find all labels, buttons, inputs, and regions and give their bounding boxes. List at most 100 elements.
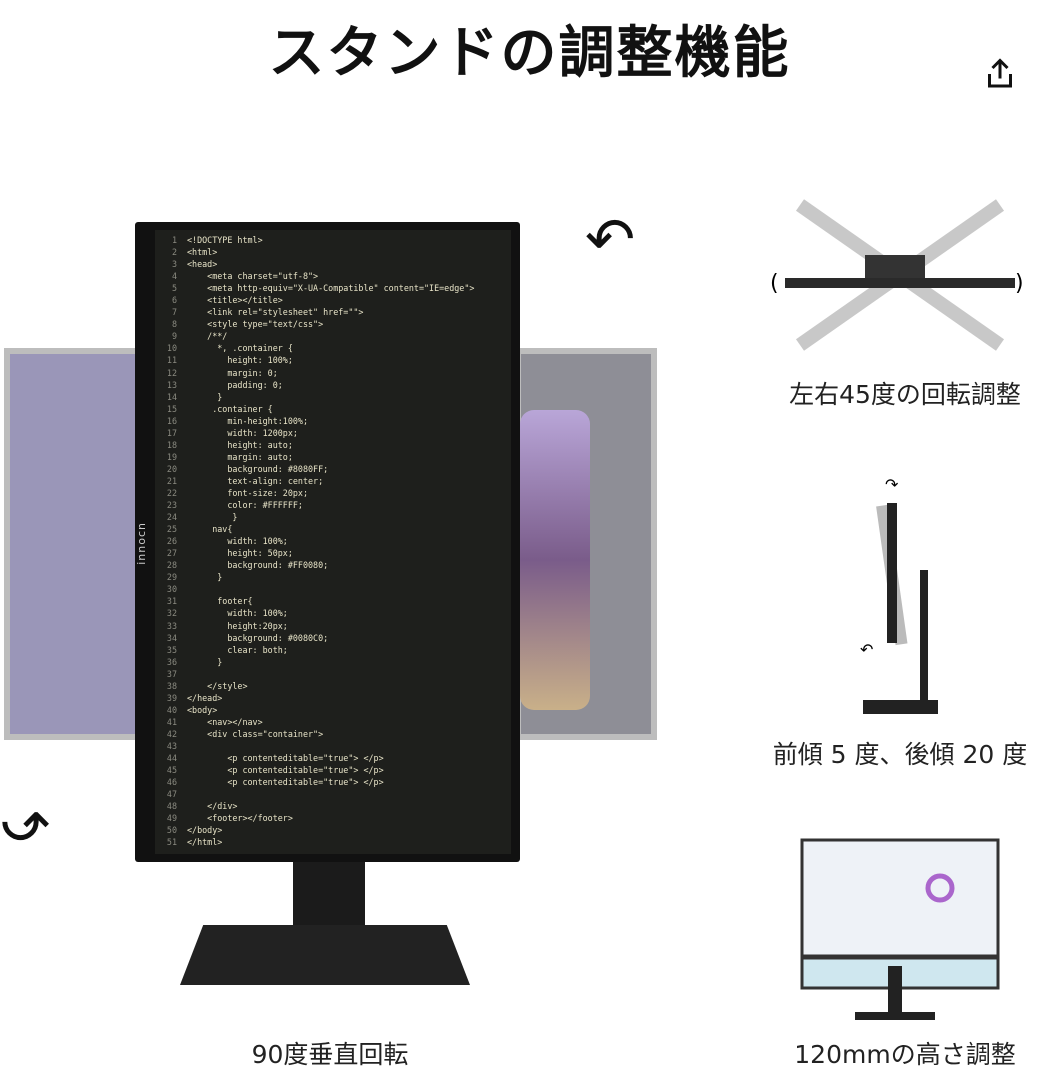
line-number: 49 bbox=[166, 813, 177, 824]
code-text: height: 100%; bbox=[187, 355, 293, 366]
code-line: 8 <style type="text/css"> bbox=[155, 318, 511, 330]
share-icon[interactable] bbox=[982, 56, 1018, 92]
code-line: 12 margin: 0; bbox=[155, 367, 511, 379]
code-line: 4 <meta charset="utf-8"> bbox=[155, 270, 511, 282]
feature-caption: 左右45度の回転調整 bbox=[789, 380, 1021, 409]
code-line: 40 <body> bbox=[155, 704, 511, 716]
code-line: 14 } bbox=[155, 391, 511, 403]
line-number: 27 bbox=[166, 548, 177, 559]
line-number: 26 bbox=[166, 536, 177, 547]
height-adjust-illustration bbox=[800, 838, 1000, 1020]
line-number: 3 bbox=[171, 259, 177, 270]
code-line: 18 height: auto; bbox=[155, 439, 511, 451]
feature-caption: 90度垂直回転 bbox=[251, 1040, 409, 1069]
line-number: 47 bbox=[166, 789, 177, 800]
code-line: 2<html> bbox=[155, 246, 511, 258]
code-text: <div class="container"> bbox=[187, 728, 324, 739]
code-text: <html> bbox=[187, 247, 218, 258]
code-text: height: 50px; bbox=[187, 548, 293, 559]
code-line: 16 min-height:100%; bbox=[155, 415, 511, 427]
code-text: font-size: 20px; bbox=[187, 487, 309, 498]
line-number: 7 bbox=[171, 307, 177, 318]
code-text: <style type="text/css"> bbox=[187, 319, 324, 330]
code-text: background: #8080FF; bbox=[187, 463, 329, 474]
code-text: <link rel="stylesheet" href=""> bbox=[187, 307, 364, 318]
line-number: 20 bbox=[166, 463, 177, 474]
code-text: </style> bbox=[187, 680, 248, 691]
rotate-arrow-icon: ↶ bbox=[0, 785, 51, 855]
line-number: 36 bbox=[166, 656, 177, 667]
code-text: nav{ bbox=[187, 524, 233, 535]
code-text: <p contenteditable="true"> </p> bbox=[187, 753, 384, 764]
code-line: 17 width: 1200px; bbox=[155, 427, 511, 439]
line-number: 25 bbox=[166, 524, 177, 535]
code-text: } bbox=[187, 512, 238, 523]
line-number: 10 bbox=[166, 343, 177, 354]
portrait-monitor: innocn 1<!DOCTYPE html>2<html>3<head>4 <… bbox=[135, 222, 520, 862]
line-number: 4 bbox=[171, 271, 177, 282]
line-number: 40 bbox=[166, 704, 177, 715]
code-line: 49 <footer></footer> bbox=[155, 812, 511, 824]
code-text: <body> bbox=[187, 704, 218, 715]
code-line: 36 } bbox=[155, 656, 511, 668]
line-number: 24 bbox=[166, 512, 177, 523]
feature-caption: 120mmの高さ調整 bbox=[794, 1040, 1016, 1069]
code-line: 37 bbox=[155, 668, 511, 680]
code-text: background: #0080C0; bbox=[187, 632, 329, 643]
code-text: <nav></nav> bbox=[187, 716, 263, 727]
line-number: 15 bbox=[166, 403, 177, 414]
code-line: 30 bbox=[155, 583, 511, 595]
line-number: 30 bbox=[166, 584, 177, 595]
code-line: 34 background: #0080C0; bbox=[155, 632, 511, 644]
code-text: <head> bbox=[187, 259, 218, 270]
code-line: 7 <link rel="stylesheet" href=""> bbox=[155, 306, 511, 318]
code-line: 19 margin: auto; bbox=[155, 451, 511, 463]
line-number: 34 bbox=[166, 632, 177, 643]
code-text: </body> bbox=[187, 825, 223, 836]
code-text: height:20px; bbox=[187, 620, 288, 631]
rotate-arrow-icon: ↶ bbox=[585, 205, 636, 275]
code-text: <meta charset="utf-8"> bbox=[187, 271, 319, 282]
line-number: 17 bbox=[166, 427, 177, 438]
code-line: 5 <meta http-equiv="X-UA-Compatible" con… bbox=[155, 282, 511, 294]
line-number: 50 bbox=[166, 825, 177, 836]
line-number: 5 bbox=[171, 283, 177, 294]
line-number: 38 bbox=[166, 680, 177, 691]
line-number: 31 bbox=[166, 596, 177, 607]
line-number: 35 bbox=[166, 644, 177, 655]
line-number: 23 bbox=[166, 500, 177, 511]
code-editor-screen: 1<!DOCTYPE html>2<html>3<head>4 <meta ch… bbox=[155, 230, 511, 854]
code-line: 41 <nav></nav> bbox=[155, 716, 511, 728]
code-text: margin: 0; bbox=[187, 367, 278, 378]
code-text: </html> bbox=[187, 837, 223, 848]
code-text: width: 100%; bbox=[187, 608, 288, 619]
code-text: width: 1200px; bbox=[187, 427, 298, 438]
line-number: 11 bbox=[166, 355, 177, 366]
line-number: 13 bbox=[166, 379, 177, 390]
code-text: footer{ bbox=[187, 596, 253, 607]
stand-neck bbox=[293, 862, 365, 932]
code-line: 24 } bbox=[155, 511, 511, 523]
code-text: <meta http-equiv="X-UA-Compatible" conte… bbox=[187, 283, 475, 294]
line-number: 51 bbox=[166, 837, 177, 848]
code-line: 26 width: 100%; bbox=[155, 535, 511, 547]
code-text: text-align: center; bbox=[187, 475, 324, 486]
code-text: padding: 0; bbox=[187, 379, 283, 390]
code-line: 39</head> bbox=[155, 692, 511, 704]
code-text: <p contenteditable="true"> </p> bbox=[187, 765, 384, 776]
line-number: 21 bbox=[166, 475, 177, 486]
line-number: 37 bbox=[166, 668, 177, 679]
svg-text:↶: ↶ bbox=[860, 640, 873, 659]
line-number: 6 bbox=[171, 295, 177, 306]
line-number: 16 bbox=[166, 415, 177, 426]
code-line: 27 height: 50px; bbox=[155, 547, 511, 559]
code-line: 45 <p contenteditable="true"> </p> bbox=[155, 764, 511, 776]
code-line: 35 clear: both; bbox=[155, 644, 511, 656]
code-text: clear: both; bbox=[187, 644, 288, 655]
line-number: 44 bbox=[166, 753, 177, 764]
line-number: 32 bbox=[166, 608, 177, 619]
code-line: 50 </body> bbox=[155, 824, 511, 836]
line-number: 22 bbox=[166, 487, 177, 498]
code-text: height: auto; bbox=[187, 439, 293, 450]
line-number: 42 bbox=[166, 728, 177, 739]
